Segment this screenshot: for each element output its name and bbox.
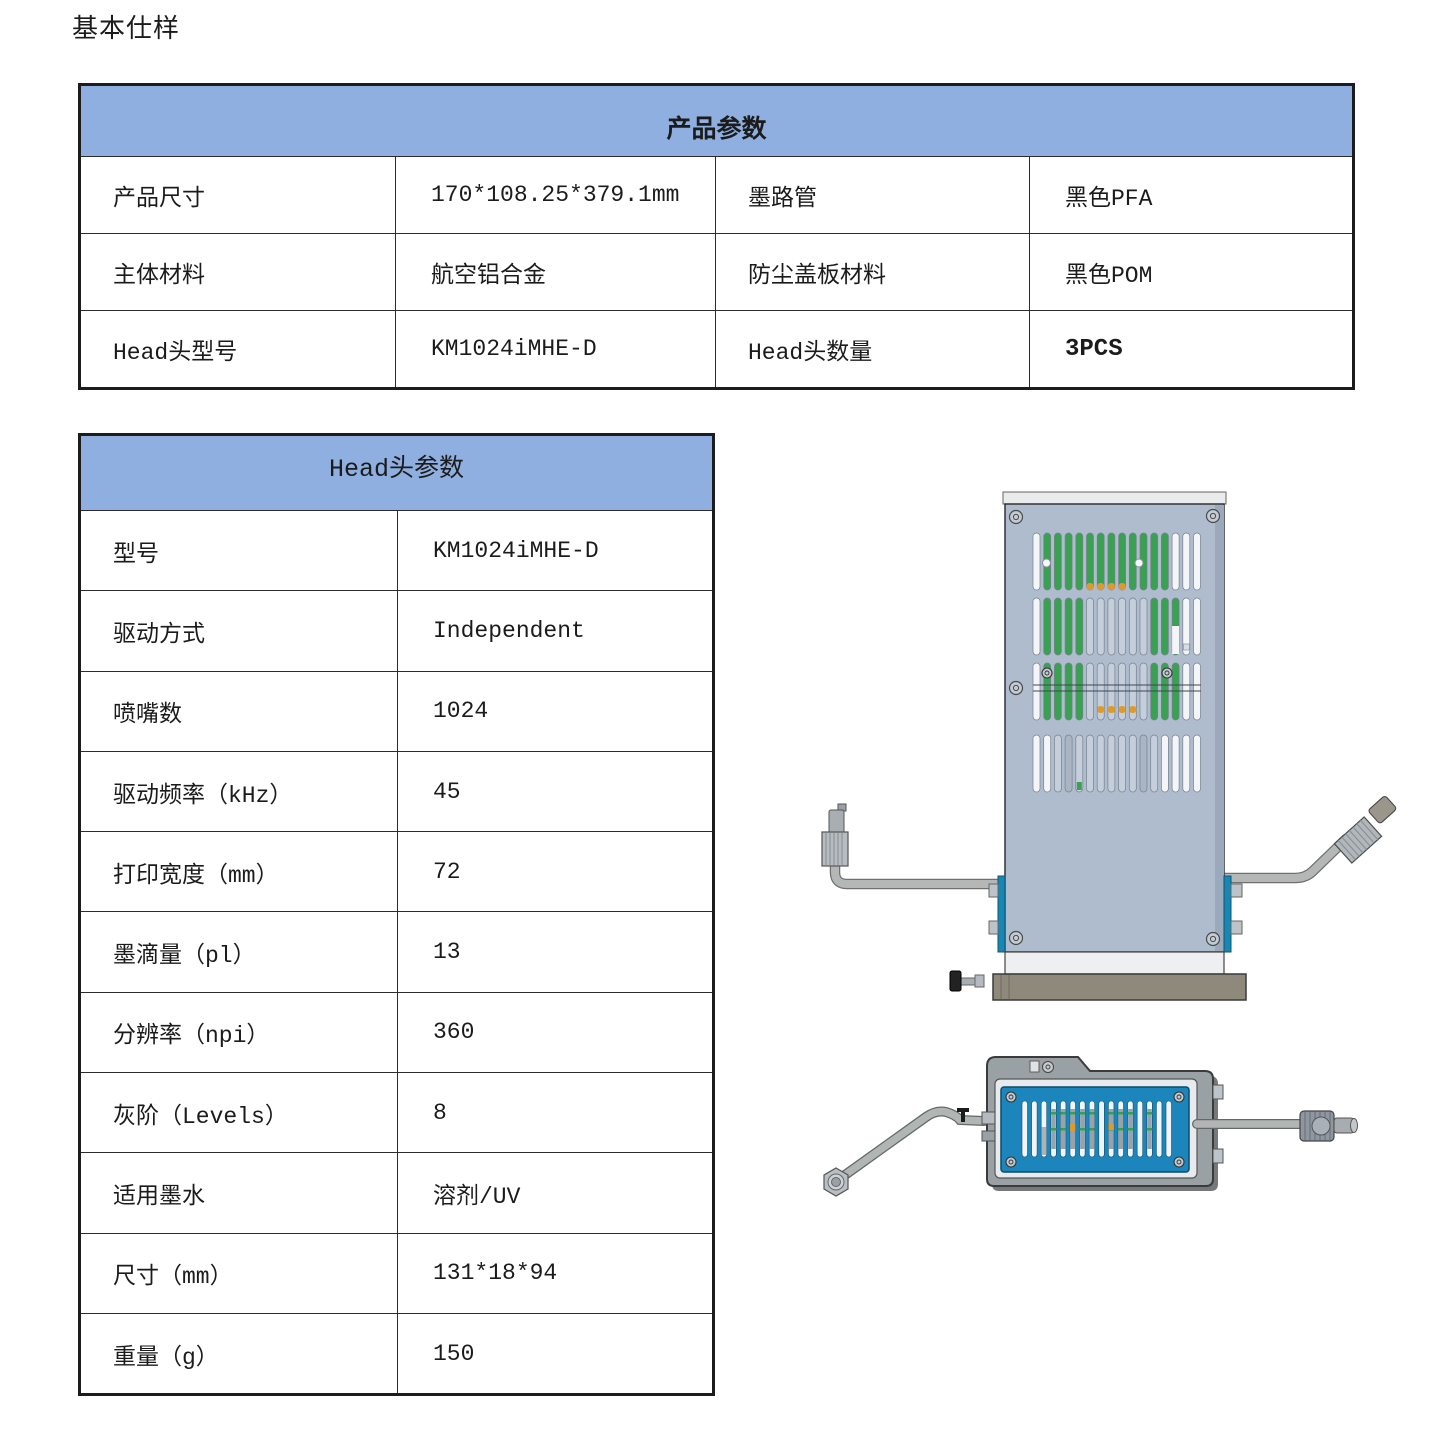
spec-label: 墨滴量（pl） xyxy=(81,912,398,992)
spec-value: 150 xyxy=(433,1340,475,1367)
spec-value: 黑色PFA xyxy=(1065,186,1153,212)
head-table-header: Head头参数 xyxy=(81,436,712,510)
table-row: 尺寸（mm） 131*18*94 xyxy=(81,1232,712,1313)
head-spec-table: Head头参数 型号 KM1024iMHE-D 驱动方式 Independent… xyxy=(78,433,715,1397)
spec-label: 重量（g） xyxy=(81,1313,398,1394)
table-row: 分辨率（npi） 360 xyxy=(81,991,712,1073)
table-row: 适用墨水 溶剂/UV xyxy=(81,1152,712,1233)
spec-value: 45 xyxy=(433,778,461,805)
spec-value: 72 xyxy=(433,858,461,885)
spec-value: 131*18*94 xyxy=(433,1260,558,1287)
spec-label: 适用墨水 xyxy=(81,1153,398,1233)
spec-value: 360 xyxy=(433,1019,475,1046)
printhead-front-drawing xyxy=(821,491,1397,1001)
table-row: Head头型号 KM1024iMHE-D Head头数量 3PCS xyxy=(81,310,1352,387)
product-spec-table: 产品参数 产品尺寸 170*108.25*379.1mm 墨路管 黑色PFA 主… xyxy=(78,83,1355,390)
spec-value: 1024 xyxy=(433,698,489,725)
spec-label: 型号 xyxy=(81,511,398,591)
spec-value: 黑色POM xyxy=(1065,263,1153,289)
spec-label: 灰阶（Levels） xyxy=(81,1073,398,1153)
table-row: 产品尺寸 170*108.25*379.1mm 墨路管 黑色PFA xyxy=(81,156,1352,233)
spec-value: 3PCS xyxy=(1065,335,1123,363)
table-row: 驱动方式 Independent xyxy=(81,590,712,671)
spec-value: 13 xyxy=(433,939,461,966)
spec-label: Head头数量 xyxy=(716,311,1030,387)
spec-value: 溶剂/UV xyxy=(433,1184,521,1211)
table-row: 灰阶（Levels） 8 xyxy=(81,1072,712,1153)
spec-label: 墨路管 xyxy=(716,157,1030,233)
spec-label: 尺寸（mm） xyxy=(81,1233,398,1313)
table-row: 型号 KM1024iMHE-D xyxy=(81,510,712,591)
table-row: 喷嘴数 1024 xyxy=(81,670,712,751)
spec-value: 170*108.25*379.1mm xyxy=(396,157,716,233)
table-row: 打印宽度（mm） 72 xyxy=(81,831,712,912)
table-row: 重量（g） 150 xyxy=(81,1312,712,1394)
spec-label: 喷嘴数 xyxy=(81,671,398,751)
spec-label: 打印宽度（mm） xyxy=(81,832,398,912)
spec-value: 8 xyxy=(433,1099,447,1126)
table-row: 主体材料 航空铝合金 防尘盖板材料 黑色POM xyxy=(81,233,1352,310)
spec-value: Independent xyxy=(433,617,585,644)
spec-label: 防尘盖板材料 xyxy=(716,234,1030,310)
spec-label: 驱动频率（kHz） xyxy=(81,751,398,832)
spec-label: 产品尺寸 xyxy=(81,157,396,233)
product-table-header: 产品参数 xyxy=(81,86,1352,156)
table-row: 墨滴量（pl） 13 xyxy=(81,911,712,992)
table-row: 驱动频率（kHz） 45 xyxy=(81,750,712,832)
printhead-side-drawing xyxy=(823,1056,1358,1197)
spec-label: Head头型号 xyxy=(81,311,396,387)
spec-label: 分辨率（npi） xyxy=(81,992,398,1073)
spec-value: 航空铝合金 xyxy=(396,234,716,310)
spec-value: KM1024iMHE-D xyxy=(396,311,716,387)
page-title: 基本仕样 xyxy=(72,15,181,45)
spec-label: 驱动方式 xyxy=(81,591,398,671)
spec-value: KM1024iMHE-D xyxy=(433,537,599,564)
spec-label: 主体材料 xyxy=(81,234,396,310)
